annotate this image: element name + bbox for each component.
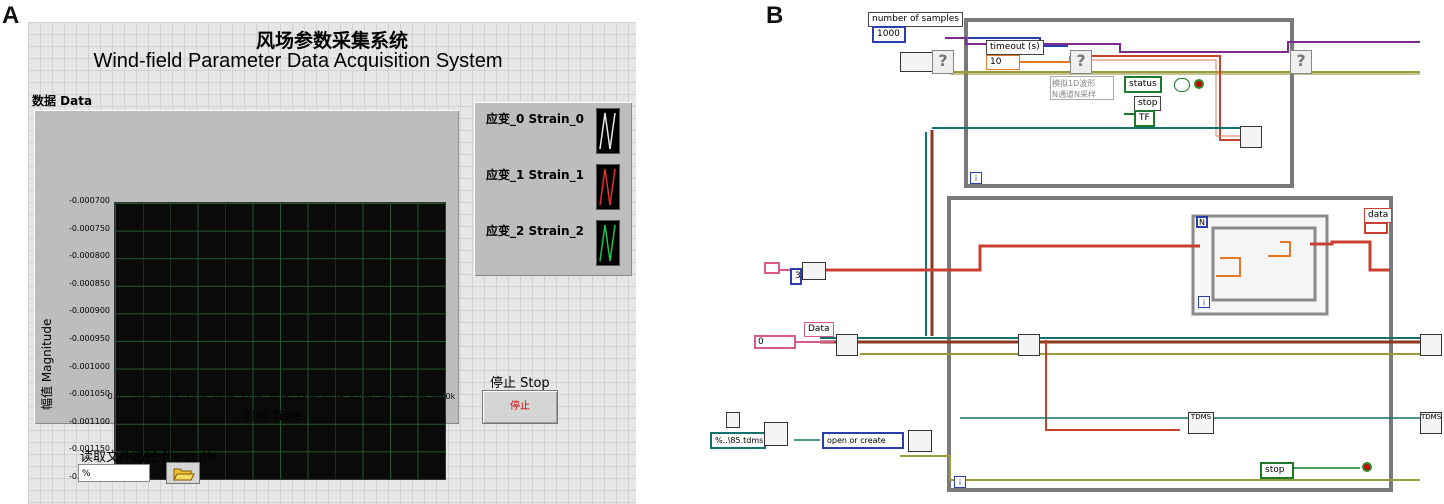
x-tick-label: 35.0k bbox=[295, 392, 318, 401]
tdms-close-icon[interactable]: TDMS bbox=[1420, 412, 1442, 434]
y-tick-label: -0.000850 bbox=[68, 278, 110, 288]
constant-3[interactable]: 3 bbox=[790, 268, 802, 285]
tdms-write-icon[interactable]: TDMS bbox=[1188, 412, 1214, 434]
panel-letter-b: B bbox=[766, 2, 784, 29]
number-of-samples-label: number of samples bbox=[868, 12, 963, 27]
title-chinese: 风场参数采集系统 bbox=[255, 30, 408, 52]
stop-local-variable[interactable]: stop bbox=[1260, 462, 1294, 479]
build-path-icon[interactable] bbox=[764, 422, 788, 446]
for-loop-iteration-terminal: i bbox=[1198, 296, 1210, 308]
x-tick-label: 0.0 bbox=[107, 392, 121, 401]
block-diagram: number of samples 1000 ? timeout (s) 10 … bbox=[710, 0, 1444, 504]
dequeue-icon[interactable] bbox=[1018, 334, 1040, 356]
bottom-loop-stop-icon[interactable] bbox=[1362, 462, 1372, 472]
daq-property-icon[interactable]: ? bbox=[932, 50, 954, 74]
x-tick-label: 15.0k bbox=[185, 392, 208, 401]
panel-letter-a: A bbox=[2, 2, 20, 29]
y-tick-label: -0.000700 bbox=[68, 196, 110, 205]
x-tick-label: 40.0k bbox=[322, 392, 346, 401]
front-panel: 风场参数采集系统 Wind-field Parameter Data Acqui… bbox=[28, 22, 636, 504]
legend-label-strain-0: 应变_0 Strain_0 bbox=[486, 112, 584, 126]
legend-label-strain-1: 应变_1 Strain_1 bbox=[486, 168, 584, 182]
x-tick-label: 50.0k bbox=[377, 392, 401, 401]
data-name-constant[interactable]: Data bbox=[804, 322, 834, 337]
number-of-samples-control[interactable]: 1000 bbox=[872, 26, 906, 43]
x-tick-label: 10.0k bbox=[157, 392, 181, 401]
stop-label: 停止 Stop bbox=[490, 376, 550, 391]
y-axis-label: 幅值 Magnitude bbox=[40, 318, 54, 410]
file-path-input[interactable]: % bbox=[78, 464, 150, 482]
plot-canvas bbox=[115, 203, 445, 479]
legend-swatch-strain-2[interactable] bbox=[596, 220, 620, 266]
inner-loop-border bbox=[1211, 226, 1317, 302]
queue-ref-constant[interactable] bbox=[764, 262, 780, 274]
data-indicator-label: data bbox=[1364, 208, 1393, 223]
legend-swatch-strain-1[interactable] bbox=[596, 164, 620, 210]
for-loop-count-terminal: N bbox=[1196, 216, 1208, 228]
daq-read-icon[interactable]: ? bbox=[1070, 50, 1092, 74]
timeout-control[interactable]: 10 bbox=[986, 55, 1020, 70]
y-tick-label: -0.001150 bbox=[68, 444, 110, 454]
x-tick-label: 25.0k bbox=[240, 392, 263, 401]
stop-condition-icon[interactable] bbox=[1194, 79, 1204, 89]
data-indicator[interactable] bbox=[1364, 222, 1388, 234]
timeout-label: timeout (s) bbox=[986, 40, 1044, 55]
y-tick-label: -0.001100 bbox=[68, 416, 110, 426]
file-path-label: 读取文件路径 file path bbox=[80, 450, 216, 465]
legend-swatch-strain-0[interactable] bbox=[596, 108, 620, 154]
wire-canvas bbox=[772, 18, 1420, 492]
inner-for-loop bbox=[1191, 214, 1329, 316]
y-tick-label: -0.000800 bbox=[68, 251, 110, 261]
plot-area[interactable] bbox=[114, 202, 446, 480]
plot-legend[interactable]: 应变_0 Strain_0 应变_1 Strain_1 应变_2 Strain_… bbox=[474, 102, 632, 276]
daq-mode-line-1: 模拟1D波形 bbox=[1052, 79, 1096, 88]
y-tick-label: -0.001050 bbox=[68, 389, 110, 399]
bottom-while-loop bbox=[947, 196, 1393, 492]
stop-label: stop bbox=[1134, 96, 1162, 111]
daq-clear-icon[interactable]: ? bbox=[1290, 50, 1312, 74]
y-tick-label: -0.001000 bbox=[68, 361, 110, 371]
browse-button[interactable] bbox=[166, 462, 200, 484]
file-path-constant-icon[interactable] bbox=[726, 412, 740, 428]
obtain-queue-icon[interactable] bbox=[836, 334, 858, 356]
daq-read-mode-selector[interactable]: 模拟1D波形 N通道N采样 bbox=[1050, 76, 1114, 100]
x-tick-label: 45.0k bbox=[350, 392, 373, 401]
x-tick-label: 60.0k bbox=[432, 392, 456, 401]
stop-tf-control[interactable]: TF bbox=[1134, 110, 1155, 127]
x-axis-label: 时间 Time bbox=[244, 409, 302, 423]
release-queue-icon[interactable] bbox=[1420, 334, 1442, 356]
tdms-open-icon[interactable] bbox=[908, 430, 932, 452]
top-loop-iteration-terminal: i bbox=[970, 172, 982, 184]
top-while-loop bbox=[964, 18, 1294, 188]
stop-button[interactable]: 停止 bbox=[482, 390, 558, 424]
constant-0[interactable]: 0 bbox=[754, 335, 796, 349]
title-english: Wind-field Parameter Data Acquisition Sy… bbox=[93, 50, 503, 72]
folder-icon bbox=[173, 468, 195, 481]
daq-mode-line-2: N通道N采样 bbox=[1052, 90, 1096, 99]
status-indicator[interactable]: status bbox=[1124, 76, 1162, 93]
open-mode-selector[interactable]: open or create bbox=[822, 432, 904, 449]
file-path-control[interactable]: %..\85.tdms bbox=[710, 432, 766, 449]
x-tick-label: 20.0k bbox=[212, 392, 236, 401]
legend-label-strain-2: 应变_2 Strain_2 bbox=[486, 224, 584, 238]
y-tick-label: -0.000950 bbox=[68, 334, 110, 343]
x-tick-label: 55.0k bbox=[405, 392, 428, 401]
y-tick-label: -0.000900 bbox=[68, 306, 110, 316]
daq-task-constant[interactable] bbox=[900, 52, 934, 72]
graph-label: 数据 Data bbox=[32, 94, 93, 108]
waveform-graph[interactable]: -0.000700 -0.000750 -0.000800 -0.000850 -0.0… bbox=[34, 110, 459, 481]
y-tick-label: -0.000750 bbox=[68, 223, 110, 233]
x-tick-label: 5.0k bbox=[132, 392, 151, 401]
initialize-array-icon[interactable] bbox=[802, 262, 826, 280]
x-tick-label: 30.0k bbox=[267, 392, 291, 401]
queue-enqueue-icon[interactable] bbox=[1240, 126, 1262, 148]
or-function-icon[interactable] bbox=[1174, 78, 1190, 92]
bottom-loop-iteration-terminal: i bbox=[954, 476, 966, 488]
